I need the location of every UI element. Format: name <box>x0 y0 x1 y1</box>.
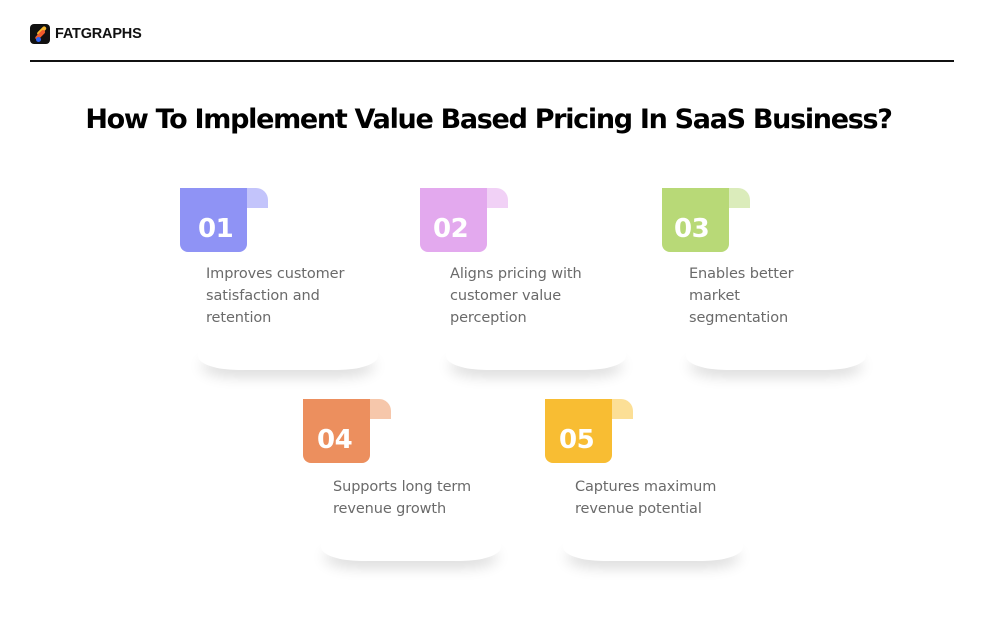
card-text: Aligns pricing with customer value perce… <box>450 266 582 326</box>
number-badge: 05 <box>545 399 633 463</box>
card-shadow <box>198 348 378 370</box>
header-divider <box>30 60 954 62</box>
benefit-card-4: 04 Supports long term revenue growth <box>303 399 501 599</box>
card-shadow <box>563 539 743 561</box>
benefit-card-2: 02 Aligns pricing with customer value pe… <box>420 188 626 388</box>
brand[interactable]: FATGRAPHS <box>30 24 142 44</box>
number-badge: 03 <box>662 188 750 252</box>
card-shadow <box>321 539 501 561</box>
number-badge: 04 <box>303 399 391 463</box>
badge-number: 04 <box>317 425 353 455</box>
benefit-card-5: 05 Captures maximum revenue potential <box>545 399 743 599</box>
card-text: Supports long term revenue growth <box>333 479 472 517</box>
card-text: Captures maximum revenue potential <box>575 479 717 517</box>
fatgraphs-logo-icon <box>30 24 50 44</box>
brand-name: FATGRAPHS <box>55 26 142 42</box>
page-title: How To Implement Value Based Pricing In … <box>85 104 893 135</box>
card-text: Enables better market segmentation <box>689 266 794 326</box>
card-shadow <box>686 348 866 370</box>
badge-number: 02 <box>433 214 469 244</box>
card-text: Improves customer satisfaction and reten… <box>206 266 345 326</box>
benefit-card-3: 03 Enables better market segmentation <box>662 188 866 388</box>
benefit-card-1: 01 Improves customer satisfaction and re… <box>180 188 378 388</box>
badge-number: 01 <box>198 214 234 244</box>
number-badge: 02 <box>420 188 508 252</box>
number-badge: 01 <box>180 188 268 252</box>
card-shadow <box>446 348 626 370</box>
badge-number: 03 <box>674 214 710 244</box>
badge-number: 05 <box>559 425 595 455</box>
